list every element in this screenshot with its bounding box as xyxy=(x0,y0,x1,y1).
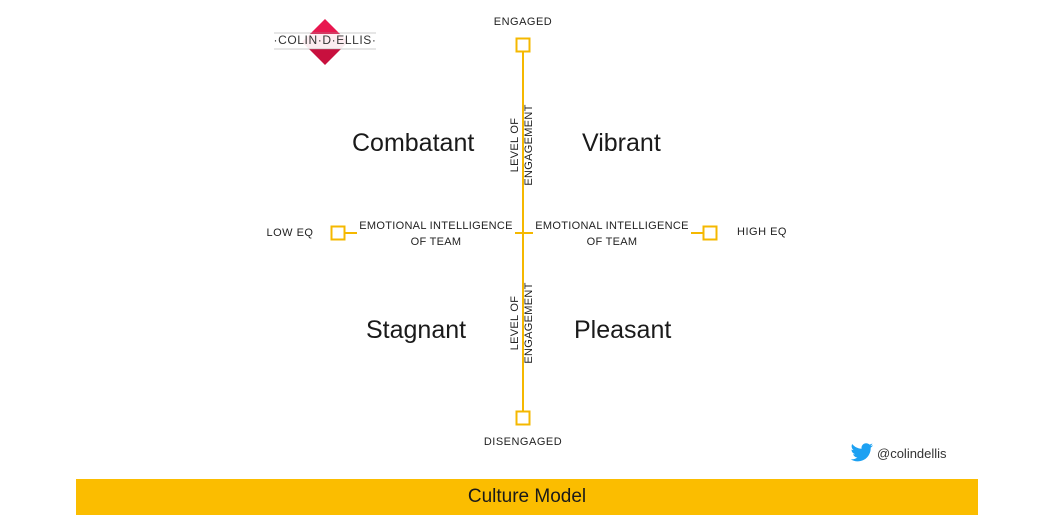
logo-diamond-icon xyxy=(274,19,376,65)
horizontal-axis-label-right-line2: OF TEAM xyxy=(586,236,638,248)
vertical-axis-label-top: LEVEL OF ENGAGEMENT xyxy=(508,97,538,193)
vertical-axis-label-bottom: LEVEL OF ENGAGEMENT xyxy=(508,275,538,371)
axis-endpoint-left xyxy=(330,225,346,241)
axis-endpoint-right xyxy=(702,225,718,241)
axis-bottom-label: DISENGAGED xyxy=(483,436,563,448)
quadrant-bottom-right: Pleasant xyxy=(574,316,672,344)
logo-wordmark: ·COLIN·D·ELLIS· xyxy=(273,33,377,47)
quadrant-bottom-left: Stagnant xyxy=(366,316,467,344)
axis-endpoint-bottom xyxy=(515,410,531,426)
horizontal-axis-label-right-line1: EMOTIONAL INTELLIGENCE xyxy=(533,218,691,234)
horizontal-axis-label-left-line2: OF TEAM xyxy=(410,236,462,248)
twitter-handle-text: @colindellis xyxy=(877,445,947,461)
axis-left-label: LOW EQ xyxy=(266,227,314,239)
axis-right-label: HIGH EQ xyxy=(737,226,787,238)
horizontal-axis-label-left: EMOTIONAL INTELLIGENCE OF TEAM xyxy=(352,218,520,250)
company-logo: ·COLIN·D·ELLIS· xyxy=(270,18,380,66)
twitter-bird-icon xyxy=(850,443,873,462)
vertical-axis-label-top-line1: LEVEL OF xyxy=(509,117,521,173)
vertical-axis-label-bottom-line2: ENGAGEMENT xyxy=(523,282,535,364)
footer-title-bar: Culture Model xyxy=(76,479,978,515)
quadrant-top-right: Vibrant xyxy=(582,129,661,157)
twitter-handle-link[interactable]: @colindellis xyxy=(850,442,947,464)
horizontal-axis-label-left-line1: EMOTIONAL INTELLIGENCE xyxy=(357,218,515,234)
quadrant-top-left: Combatant xyxy=(352,129,475,157)
axis-endpoint-top xyxy=(515,37,531,53)
footer-title: Culture Model xyxy=(467,486,587,507)
vertical-axis-label-bottom-line1: LEVEL OF xyxy=(509,295,521,351)
horizontal-axis-label-right: EMOTIONAL INTELLIGENCE OF TEAM xyxy=(528,218,696,250)
vertical-axis-label-top-line2: ENGAGEMENT xyxy=(523,104,535,186)
axis-top-label: ENGAGED xyxy=(493,16,553,28)
